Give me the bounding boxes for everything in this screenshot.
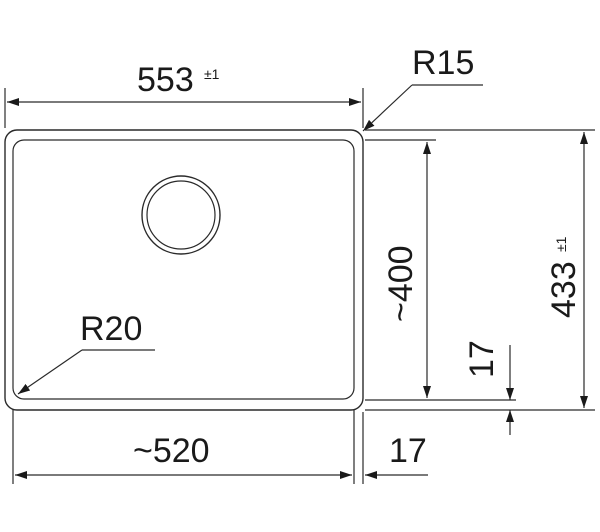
right-offset-value: 17	[389, 432, 427, 470]
sink-inner-outline	[12, 139, 355, 400]
inner-width-dimension	[12, 410, 355, 484]
inner-radius-label: R20	[80, 310, 142, 348]
bottom-offset-value: 17	[463, 340, 501, 378]
overall-width-tolerance: ±1	[204, 66, 220, 82]
drain-inner-circle	[146, 180, 216, 250]
outer-radius-leader	[362, 84, 483, 132]
inner-height-value: ~400	[382, 245, 420, 322]
inner-radius-leader	[17, 349, 155, 395]
overall-height-dimension	[365, 129, 595, 411]
drain-outer-circle	[141, 175, 221, 255]
overall-height-value: 433	[545, 261, 583, 318]
inner-width-value: ~520	[133, 432, 210, 470]
outer-radius-label: R15	[412, 44, 474, 82]
inner-height-dimension	[365, 139, 516, 401]
sink-outer-outline	[4, 129, 364, 411]
right-offset-dimension	[362, 412, 428, 484]
overall-width-value: 553	[137, 61, 194, 99]
overall-height-tolerance: ±1	[553, 236, 569, 252]
